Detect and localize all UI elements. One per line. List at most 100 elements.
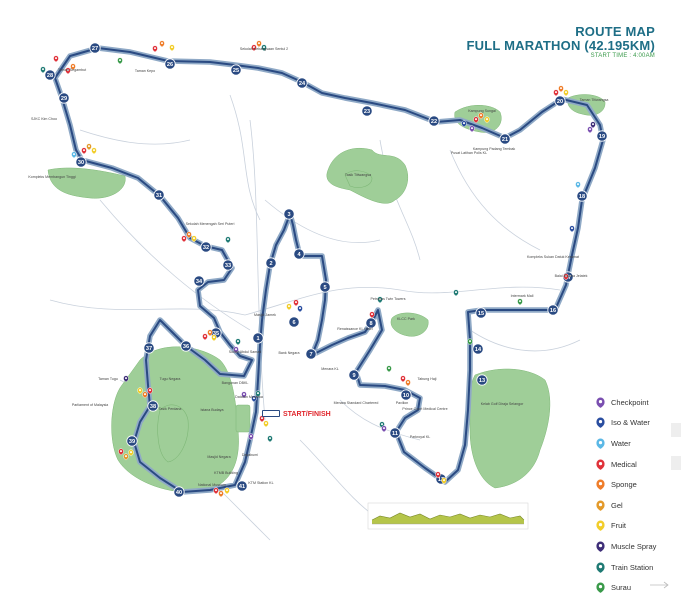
iso-water-pin-icon (297, 305, 303, 313)
place-label: KLCC Park (397, 317, 415, 321)
km-marker-label: 39 (129, 439, 135, 445)
km-marker-label: 30 (78, 160, 84, 166)
pin-center (209, 331, 211, 334)
place-label: Masjid Jamek (254, 313, 276, 317)
fruit-pin-icon (137, 387, 143, 395)
train-station-pin-icon (261, 44, 267, 52)
place-label: Taman Kepo (135, 69, 155, 73)
pin-center (388, 367, 390, 370)
km-marker: 16 (547, 304, 559, 316)
place-label: Pavilion (396, 401, 409, 405)
pin-center (592, 123, 594, 126)
pin-center (72, 65, 74, 68)
pin-center (379, 298, 381, 301)
muscle-spray-pin-icon (596, 541, 605, 552)
pin-center (407, 381, 409, 384)
medical-pin-icon (596, 459, 605, 470)
pin-center (295, 301, 297, 304)
elevation-fill (372, 513, 524, 524)
km-marker-circle (44, 69, 56, 81)
place-label: Taman Tugu (98, 377, 118, 381)
km-marker-label: 19 (599, 134, 605, 140)
pin-center (213, 336, 215, 339)
km-marker: 14 (472, 343, 484, 355)
km-marker-label: 21 (502, 137, 508, 143)
km-marker: 3 (283, 208, 295, 220)
pin-center (265, 422, 267, 425)
km-marker: 15 (475, 307, 487, 319)
surau-pin-icon (517, 298, 523, 306)
km-marker-circle (283, 208, 295, 220)
km-marker-circle (173, 486, 185, 498)
km-marker-label: 25 (233, 68, 239, 74)
km-marker-circle (180, 340, 192, 352)
pin-center (144, 393, 146, 396)
km-marker-label: 36 (183, 344, 189, 350)
pin-center (88, 145, 90, 148)
pin-center (93, 149, 95, 152)
km-marker: 38 (147, 400, 159, 412)
km-marker-circle (547, 304, 559, 316)
pin-center (220, 492, 222, 495)
km-marker-label: 31 (156, 193, 162, 199)
place-label: Kampung Padang Tembak (473, 147, 515, 151)
fruit-pin-icon (263, 420, 269, 428)
checkpoint-pin-icon (381, 425, 387, 433)
km-marker-circle (200, 241, 212, 253)
pin-center (469, 340, 471, 343)
fruit-pin-icon (563, 89, 569, 97)
km-marker: 28 (44, 69, 56, 81)
iso-water-pin-icon (461, 120, 467, 128)
pin-center (486, 118, 488, 121)
lakes (157, 170, 373, 463)
km-marker-label: 22 (431, 119, 437, 125)
pin-center (55, 57, 57, 60)
km-marker-label: 41 (239, 484, 245, 490)
km-marker: 29 (58, 92, 70, 104)
km-marker-circle (126, 435, 138, 447)
pin-center (130, 451, 132, 454)
pin-center (455, 291, 457, 294)
pin-center (183, 237, 185, 240)
place-label: Tasik Perdana (159, 407, 182, 411)
legend-label: Muscle Spray (611, 541, 657, 551)
km-marker-circle (230, 64, 242, 76)
place-label: Parkroyal KL (410, 435, 431, 439)
fruit-pin-icon (191, 235, 197, 243)
fruit-pin-icon (596, 520, 605, 532)
km-marker-circle (365, 317, 377, 329)
park-areas (47, 94, 606, 493)
km-marker-label: 9 (352, 373, 355, 379)
legend-label: Checkpoint (611, 397, 649, 407)
legend-item-sponge: Sponge (596, 474, 656, 495)
km-marker: 22 (428, 115, 440, 127)
pin-center (299, 307, 301, 310)
place-label: Sekolah Kebangsaan Sentul 2 (240, 47, 288, 51)
pin-center (383, 427, 385, 430)
place-label: Renaissance KL Hotel (337, 327, 373, 331)
medical-pin-icon (53, 55, 59, 63)
marathon-route (52, 45, 606, 495)
pin-center (571, 227, 573, 230)
sponge-pin-icon (186, 231, 192, 239)
km-marker-circle (499, 133, 511, 145)
pin-center (269, 437, 271, 440)
km-marker-circle (252, 332, 264, 344)
surau-pin-icon (467, 338, 473, 346)
km-marker-circle (476, 374, 488, 386)
legend-label: Water (611, 438, 631, 448)
km-marker-label: 5 (323, 285, 326, 291)
km-marker-circle (305, 348, 317, 360)
gel-pin-icon (596, 500, 605, 511)
place-label: Sekolah Menengah Seri Puteri (186, 222, 235, 226)
km-marker-label: 13 (479, 378, 485, 384)
km-marker: 10 (400, 389, 412, 401)
km-marker-label: 15 (478, 311, 484, 317)
km-marker: 25 (230, 64, 242, 76)
km-marker-label: 10 (403, 393, 409, 399)
pin-center (149, 389, 151, 392)
km-marker-circle (361, 105, 373, 117)
legend-item-fruit: Fruit (596, 516, 656, 537)
checkpoint-pin-icon (596, 397, 605, 408)
place-label: KTM Station KL (248, 481, 273, 485)
